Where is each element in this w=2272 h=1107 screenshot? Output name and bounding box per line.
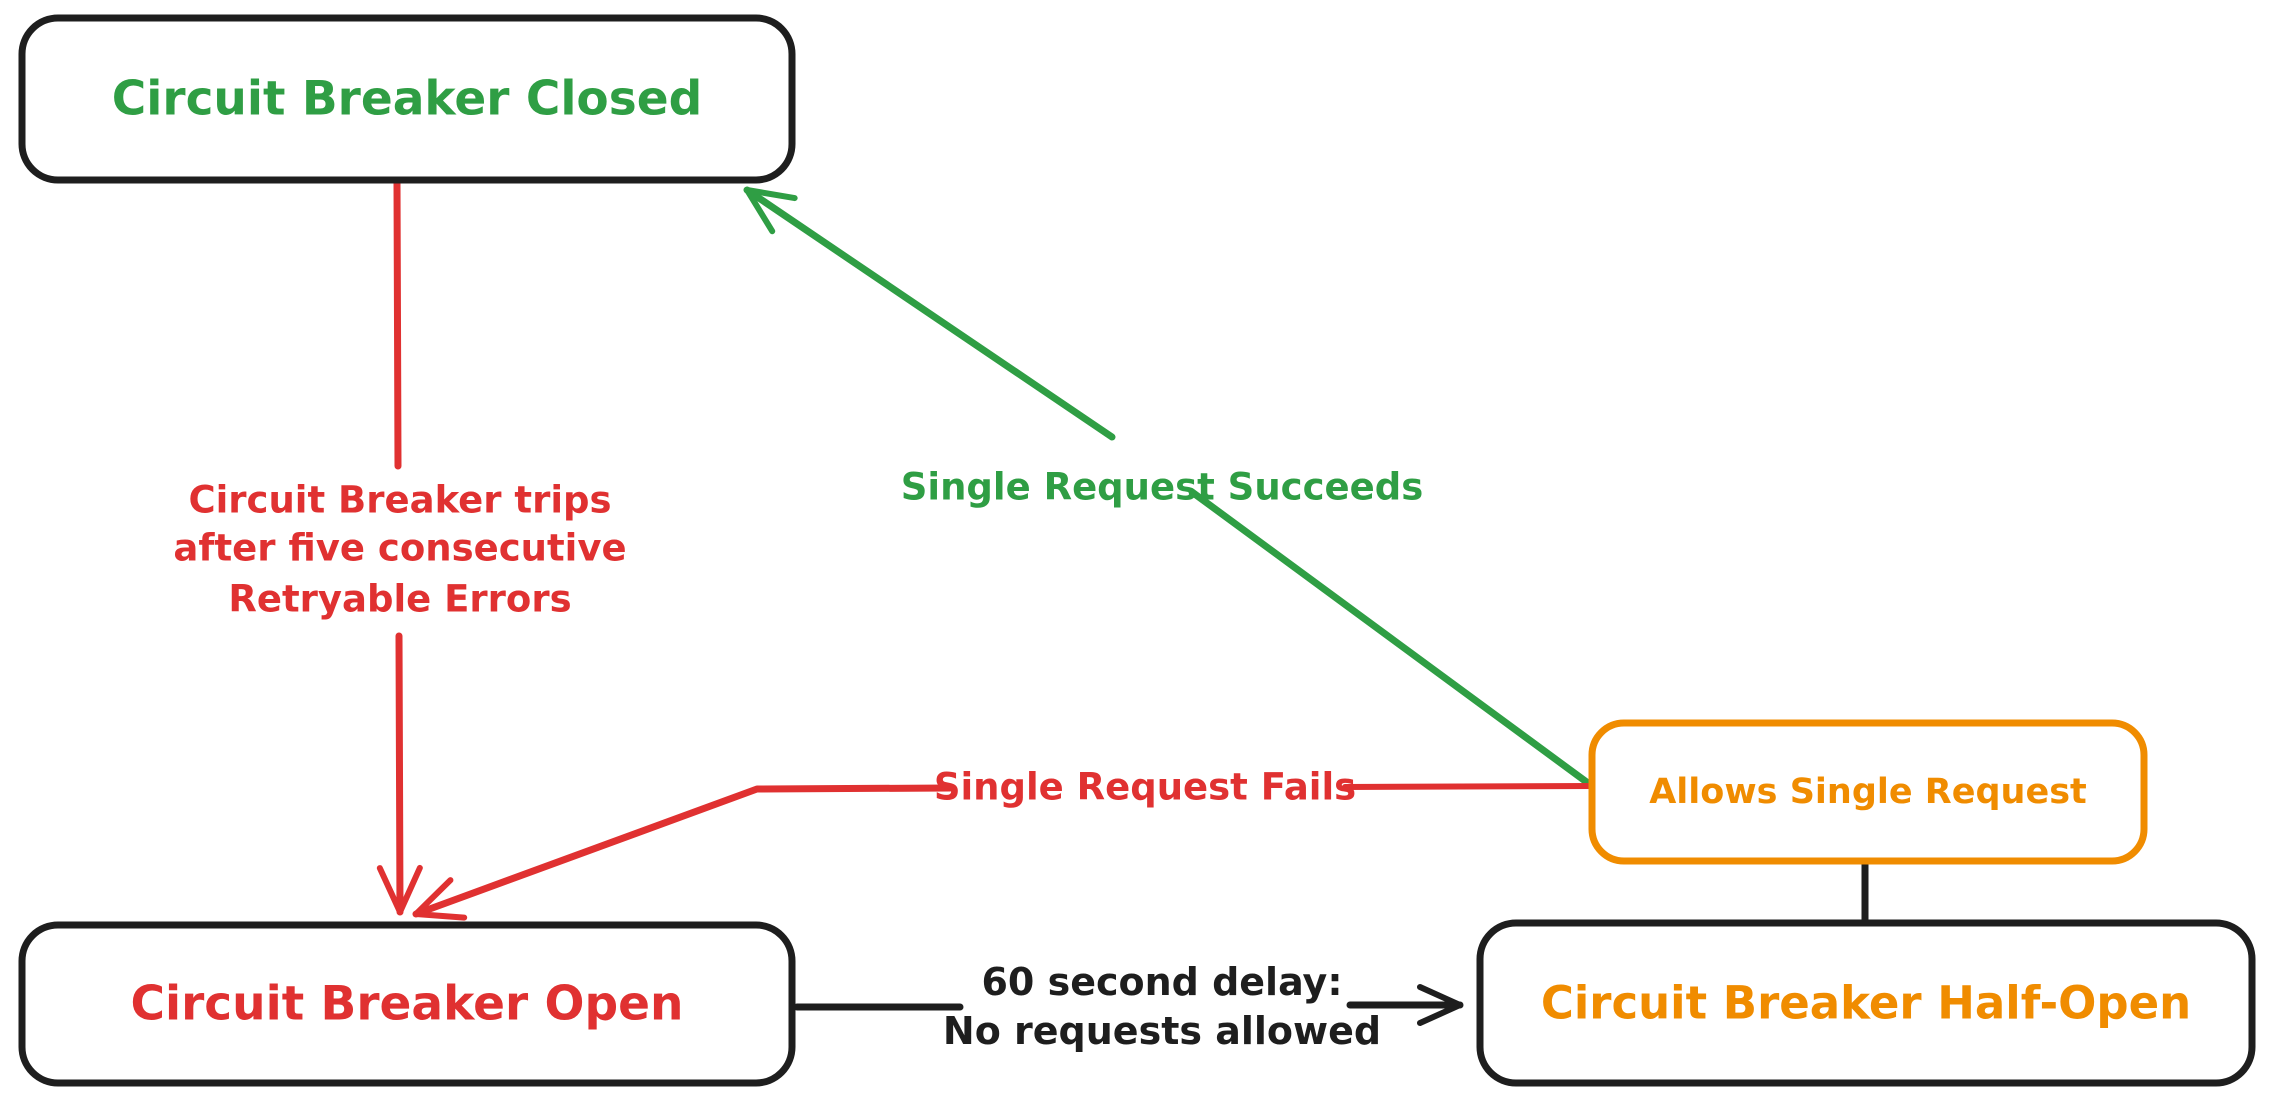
trip-label-line1: Circuit Breaker trips	[188, 479, 611, 522]
delay-label-line1: 60 second delay:	[981, 960, 1342, 1004]
fails-arrow-left-segment	[416, 784, 954, 914]
node-circuit-breaker-closed: Circuit Breaker Closed	[18, 14, 796, 184]
edge-delay-open-to-halfopen: 60 second delay: No requests allowed	[793, 960, 1464, 1053]
succeeds-arrow-lower-segment	[1188, 488, 1596, 790]
fails-label: Single Request Fails	[934, 766, 1356, 809]
node-allows-single-request: Allows Single Request	[1588, 719, 2148, 865]
half-open-box	[1476, 919, 2256, 1087]
half-open-label: Circuit Breaker Half-Open	[1541, 977, 2191, 1030]
allows-single-request-label: Allows Single Request	[1649, 772, 2087, 812]
edge-fails-allows-to-open: Single Request Fails	[416, 766, 1595, 915]
open-label: Circuit Breaker Open	[131, 977, 684, 1032]
trip-arrow-upper-segment	[393, 179, 402, 470]
fails-arrow-right-segment	[1342, 783, 1595, 790]
trip-label-line2: after five consecutive	[173, 527, 626, 570]
trip-arrow-lower-segment	[399, 632, 400, 916]
edge-succeeds-allows-to-closed: Single Request Succeeds	[747, 190, 1596, 790]
trip-label-line3: Retryable Errors	[228, 578, 571, 621]
allows-single-request-box	[1588, 719, 2148, 865]
closed-label: Circuit Breaker Closed	[112, 72, 702, 127]
node-circuit-breaker-open: Circuit Breaker Open	[18, 921, 796, 1087]
open-box	[18, 921, 796, 1087]
delay-label-line2: No requests allowed	[943, 1009, 1381, 1053]
succeeds-arrow-upper-segment	[747, 190, 1116, 441]
edge-trip-closed-to-open: Circuit Breaker trips after five consecu…	[173, 179, 627, 916]
node-circuit-breaker-half-open: Circuit Breaker Half-Open	[1476, 919, 2256, 1087]
succeeds-label: Single Request Succeeds	[901, 466, 1423, 509]
closed-box	[18, 14, 796, 184]
